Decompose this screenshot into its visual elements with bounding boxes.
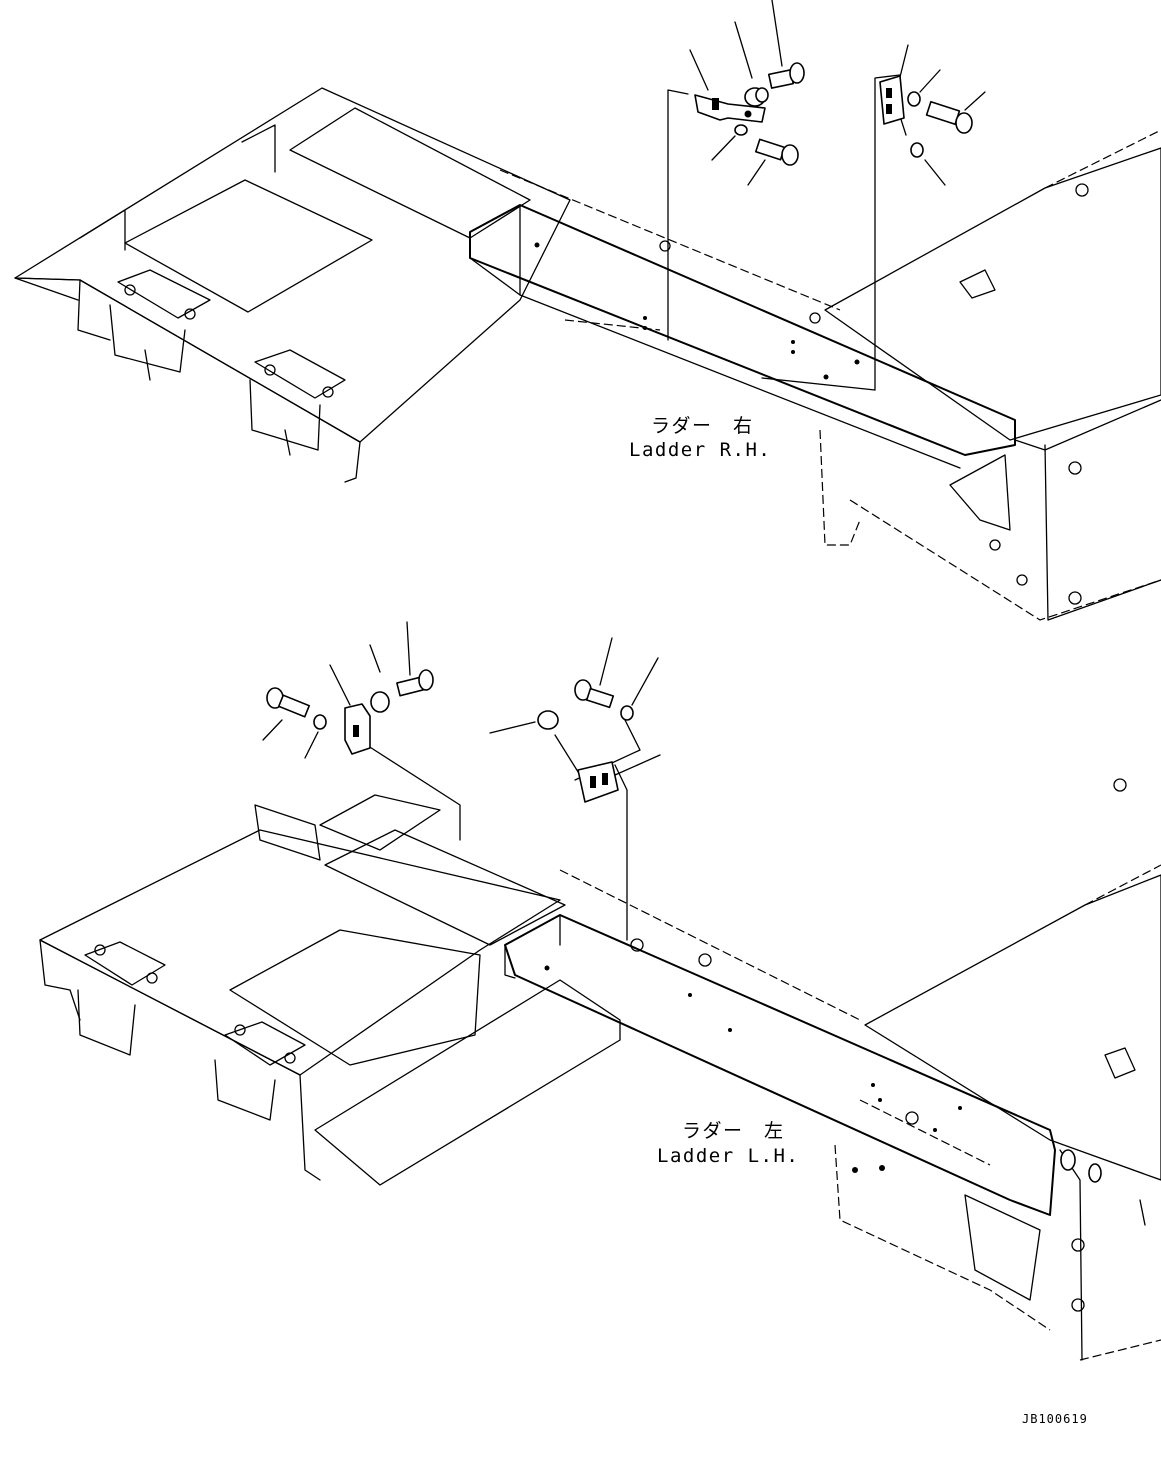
lower-left-platform xyxy=(39,794,561,1181)
upper-frame-hidden-lines xyxy=(499,169,1161,621)
upper-access-plates xyxy=(117,269,346,399)
cap-rh xyxy=(910,142,924,158)
bracket-lh-1 xyxy=(344,703,371,755)
lower-grating xyxy=(324,829,566,946)
bolt-rh-top xyxy=(767,62,805,89)
spacer-collar-lh xyxy=(370,691,390,713)
bracket-lh-2 xyxy=(577,761,619,803)
bolt-lh-right xyxy=(574,679,615,709)
bracket-rh-1 xyxy=(694,94,766,123)
lower-view-label-en: Ladder L.H. xyxy=(657,1145,800,1167)
lower-right-platform xyxy=(864,778,1161,1361)
lower-view-label-jp: ラダー 左 xyxy=(682,1120,785,1142)
cap-lh xyxy=(537,710,559,730)
upper-grating xyxy=(289,107,531,239)
washer-rh-2 xyxy=(907,91,921,107)
bolt-lh-top xyxy=(396,669,434,697)
lower-access-plates xyxy=(84,941,306,1066)
lower-leader-lines xyxy=(262,621,661,941)
washer-lh-right xyxy=(620,705,634,721)
bolt-lh-left xyxy=(266,687,311,718)
lower-assembly xyxy=(39,621,1161,1361)
washer-lh-left xyxy=(313,714,327,730)
bolt-rh-mid xyxy=(754,138,799,166)
upper-recess-panel xyxy=(124,179,373,313)
bolt-rh-side xyxy=(925,100,973,134)
ladder-lh xyxy=(504,914,1102,1301)
upper-hardware xyxy=(694,62,973,166)
upper-left-tray xyxy=(14,87,571,483)
lower-recess-panel xyxy=(229,929,481,1066)
washer-rh-1 xyxy=(734,124,748,136)
spacer-collar-rh xyxy=(744,87,769,107)
ladder-rh xyxy=(469,204,1016,531)
lower-hardware xyxy=(266,669,634,803)
upper-view-label-en: Ladder R.H. xyxy=(629,439,772,461)
upper-view-label-jp: ラダー 右 xyxy=(651,415,754,437)
upper-assembly xyxy=(14,0,1161,621)
upper-leader-lines xyxy=(667,0,986,391)
drawing-code: JB100619 xyxy=(1022,1412,1088,1426)
bracket-rh-2 xyxy=(879,75,905,125)
upper-right-platform xyxy=(824,129,1161,621)
lower-step-plate xyxy=(314,979,621,1186)
lower-frame-hidden-lines xyxy=(559,869,1161,1361)
